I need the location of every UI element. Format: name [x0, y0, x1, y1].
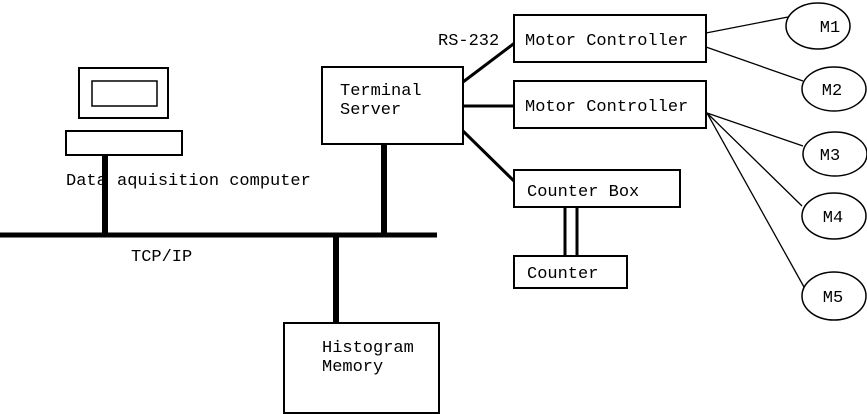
motor-1-node: M1: [785, 2, 851, 50]
mc2-m4-link: [706, 112, 803, 207]
motor-controller-1-node: Motor Controller: [513, 14, 707, 63]
terminal-server-label-line2: Server: [340, 101, 401, 120]
motor-5-ellipse: [801, 271, 867, 321]
motor-controller-2-label: Motor Controller: [525, 98, 688, 117]
histogram-memory-box: [283, 322, 440, 414]
mc2-m5-link: [706, 112, 805, 288]
connections: [0, 16, 805, 324]
counter-box-outline: [513, 255, 628, 289]
motor-5-node: M5: [801, 271, 867, 321]
tcpip-label: TCP/IP: [131, 248, 192, 267]
histogram-memory-label-line1: Histogram: [322, 339, 414, 358]
motor-3-ellipse: [802, 131, 867, 177]
motor-4-node: M4: [801, 192, 867, 240]
motor-2-label: M2: [822, 82, 842, 101]
computer-icon: [65, 67, 183, 156]
counter-box-box: [513, 169, 681, 208]
ts-motorcontroller1-link: [462, 40, 517, 84]
monitor-screen: [91, 80, 158, 107]
motor-controller-1-box: [513, 14, 707, 63]
histogram-memory-node: Histogram Memory: [283, 322, 440, 414]
counter-node: Counter: [513, 255, 628, 289]
terminal-server-label-line1: Terminal: [340, 82, 422, 101]
ts-counterbox-link: [461, 129, 518, 185]
mc1-m2-link: [705, 46, 804, 82]
computer-label: Data aquisition computer: [66, 172, 311, 191]
motor-5-label: M5: [823, 289, 843, 308]
terminal-server-node: Terminal Server: [321, 66, 464, 145]
terminal-server-box: [321, 66, 464, 145]
mc1-m1-link: [705, 16, 789, 34]
counter-label: Counter: [527, 265, 598, 284]
rs232-label: RS-232: [438, 32, 499, 51]
motor-4-label: M4: [823, 209, 843, 228]
counter-box-node: Counter Box: [513, 169, 681, 208]
motor-1-ellipse: [785, 2, 851, 50]
data-acquisition-computer-node: Data aquisition computer: [65, 67, 311, 191]
motor-controller-2-node: Motor Controller: [513, 80, 707, 129]
counter-box-label: Counter Box: [527, 183, 639, 202]
keyboard-outline: [65, 130, 183, 156]
motor-4-ellipse: [801, 192, 867, 240]
motor-1-label: M1: [820, 19, 840, 38]
motor-3-node: M3: [802, 131, 867, 177]
histogram-memory-label-line2: Memory: [322, 358, 383, 377]
motor-3-label: M3: [820, 147, 840, 166]
motor-2-ellipse: [801, 66, 867, 112]
motor-controller-2-box: [513, 80, 707, 129]
motor-2-node: M2: [801, 66, 867, 112]
motor-controller-1-label: Motor Controller: [525, 32, 688, 51]
mc2-m3-link: [706, 112, 804, 147]
monitor-outline: [78, 67, 169, 119]
